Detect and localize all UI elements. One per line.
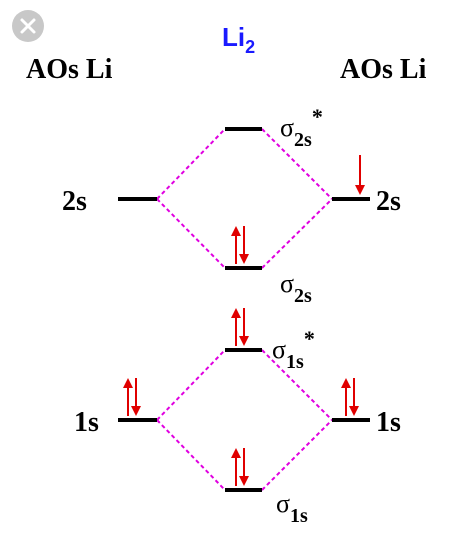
connector-l1s-s1s <box>156 419 226 491</box>
electron-down-sigma1s_star-head <box>239 336 249 346</box>
close-button[interactable] <box>12 10 44 42</box>
electron-up-sigma1s-head <box>231 448 241 458</box>
label-left-1s: 1s <box>74 407 99 438</box>
right-header: AOs Li <box>340 54 427 85</box>
connector-r1s-s1sstar <box>261 349 333 421</box>
connector-l2s-s2s <box>156 198 226 269</box>
electron-down-sigma2s-head <box>239 254 249 264</box>
left-header: AOs Li <box>26 54 113 85</box>
connector-l2s-s2sstar <box>156 128 226 200</box>
electron-down-sigma1s-head <box>239 476 249 486</box>
connector-l1s-s1sstar <box>156 349 226 421</box>
electron-down-left_1s-head <box>131 406 141 416</box>
electron-up-sigma1s_star-head <box>231 308 241 318</box>
electron-down-right_1s-head <box>349 406 359 416</box>
connector-lines <box>156 128 333 491</box>
label-sigma1s-star: σ1s* <box>272 326 315 373</box>
label-sigma2s-star: σ2s* <box>280 104 323 151</box>
electron-down-right_2s-head <box>355 185 365 195</box>
connector-r2s-s2sstar <box>261 128 333 200</box>
electron-up-left_1s-head <box>123 378 133 388</box>
electron-arrows <box>123 155 365 486</box>
electron-up-sigma2s-head <box>231 226 241 236</box>
energy-levels <box>118 127 370 492</box>
label-left-2s: 2s <box>62 186 87 217</box>
close-icon <box>20 18 36 34</box>
label-sigma2s: σ2s <box>280 269 312 307</box>
label-right-2s: 2s <box>376 186 401 217</box>
label-right-1s: 1s <box>376 407 401 438</box>
electron-up-right_1s-head <box>341 378 351 388</box>
label-sigma1s: σ1s <box>276 489 308 527</box>
connector-r2s-s2s <box>261 198 333 269</box>
connector-r1s-s1s <box>261 419 333 491</box>
diagram-title: Li2 <box>222 22 255 57</box>
